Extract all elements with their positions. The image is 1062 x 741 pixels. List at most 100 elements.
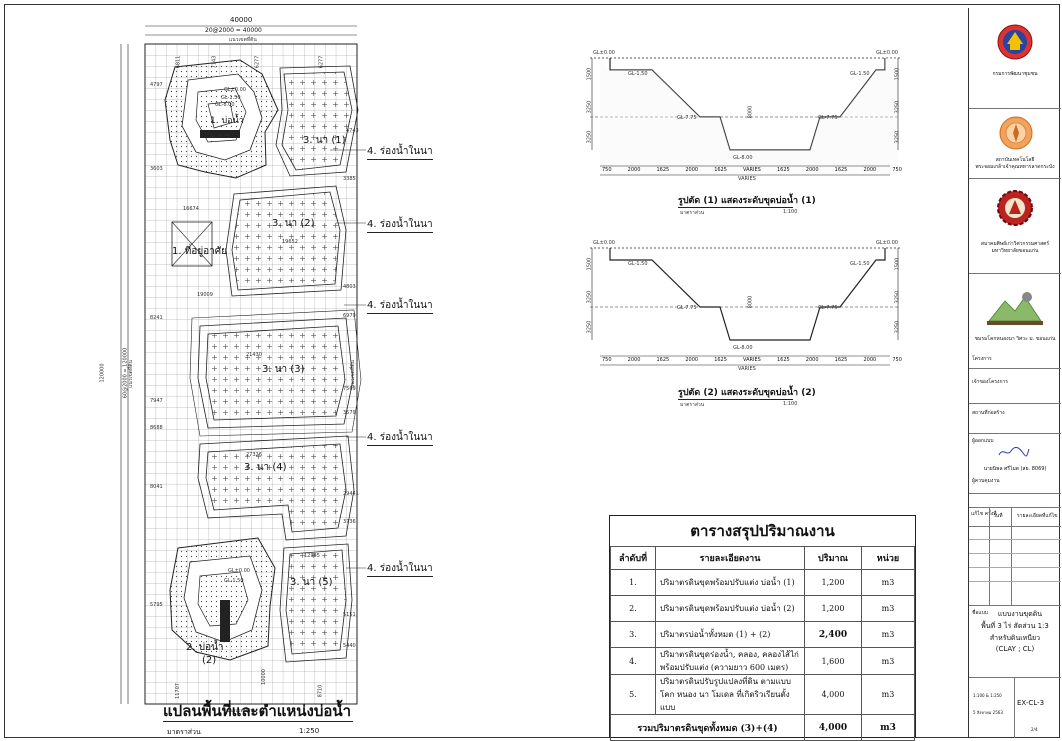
pond-2 bbox=[169, 537, 276, 661]
rev-divider bbox=[989, 507, 990, 605]
designer-cell: ผู้ออกแบบ นายนิพล ศรีไมต (สย. 8069) ผู้ค… bbox=[969, 433, 1061, 494]
total-qty: 4,000 bbox=[804, 714, 862, 741]
row-desc-line1: ปริมาตรดินปรับรูปแปลงที่ดิน ตามแบบ bbox=[660, 677, 791, 686]
site-cell: สถานที่ก่อสร้าง bbox=[969, 403, 1061, 434]
s2-step2-left: GL-7.75 bbox=[677, 305, 697, 311]
row-desc-line1: ปริมาตรดินขุดร่องน้ำ, คลอง, คลองไส้ไก่ bbox=[660, 650, 799, 659]
dim: 5440 bbox=[343, 643, 356, 649]
dim: 7947 bbox=[150, 398, 163, 404]
s1-total: VARIES bbox=[738, 176, 756, 182]
site-label: สถานที่ก่อสร้าง bbox=[972, 410, 1005, 416]
org1-cell: กรมการพัฒนาชุมชน bbox=[969, 8, 1061, 109]
sheet-border bbox=[4, 4, 1060, 738]
s2-dim: 1625 bbox=[776, 357, 790, 363]
col-header-no: ลำดับที่ bbox=[610, 546, 656, 570]
plan-level: GL±0.00 bbox=[224, 87, 246, 93]
s2-left-dim: 3250 bbox=[586, 290, 593, 304]
dim: 3579 bbox=[343, 410, 356, 416]
s1-underline bbox=[678, 207, 793, 208]
s1-top-left: GL±0.00 bbox=[593, 50, 615, 56]
s1-left-dim: 3250 bbox=[586, 130, 593, 144]
row-no: 3. bbox=[610, 621, 656, 648]
sheet-number: EX-CL-3 bbox=[1017, 699, 1045, 707]
plan-left-label: แนวเขตที่ดิน bbox=[127, 360, 134, 388]
drawing-title-cell: ชื่อแบบ แบบงานขุดดิน พื้นที่ 3 ไร่ สัดส่… bbox=[969, 605, 1061, 678]
s2-top-right: GL±0.00 bbox=[876, 240, 898, 246]
dim: 4797 bbox=[150, 82, 163, 88]
drawing-label: ชื่อแบบ bbox=[972, 610, 988, 616]
s1-dim: 1625 bbox=[656, 167, 670, 173]
s1-bottom-dims: 750 2000 1625 2000 1625 VARIES 1625 2000… bbox=[602, 167, 902, 173]
row-desc: ปริมาตรดินขุดพร้อมปรับแต่ง บ่อน้ำ (1) bbox=[655, 569, 805, 596]
sheet-info-cell: 1:100 & 1:250 5 สิงหาคม 2563 EX-CL-3 2/4 bbox=[969, 677, 1061, 738]
quantity-table-title: ตารางสรุปปริมาณงาน bbox=[610, 516, 915, 547]
row-qty: 1,200 bbox=[804, 595, 862, 622]
total-label: รวมปริมาตรดินขุดทั้งหมด (3)+(4) bbox=[610, 714, 805, 741]
row-unit: m3 bbox=[861, 621, 915, 648]
dim: 6811 bbox=[175, 55, 182, 69]
s2-left-dim: 3250 bbox=[586, 320, 593, 334]
sheet-scale: 1:100 & 1:250 bbox=[973, 693, 1002, 698]
org3-line2: มหาวิทยาลัยขอนแก่น bbox=[991, 248, 1039, 254]
s1-dim: 750 bbox=[892, 167, 902, 173]
plan-title-underline bbox=[163, 721, 353, 722]
s1-right-dim: 1500 bbox=[894, 67, 901, 81]
home-label: 1. ที่อยู่อาศัย bbox=[172, 246, 228, 257]
plan-right-label: แนวเขตที่ดิน bbox=[349, 360, 356, 388]
plan-level: GL-1.50 bbox=[221, 95, 241, 101]
s2-top-left: GL±0.00 bbox=[593, 240, 615, 246]
plan-level: GL-8.00 bbox=[215, 102, 235, 108]
plan-top-dim-total: 40000 bbox=[230, 16, 253, 24]
house bbox=[171, 221, 213, 267]
s2-bottom-dims: 750 2000 1625 2000 1625 VARIES 1625 2000… bbox=[602, 357, 902, 363]
plan-level: GL-1.50 bbox=[224, 578, 244, 584]
field-3 bbox=[189, 309, 362, 437]
row-desc: ปริมาตรดินขุดร่องน้ำ, คลอง, คลองไส้ไก่ พ… bbox=[655, 647, 805, 675]
table-row: 1. ปริมาตรดินขุดพร้อมปรับแต่ง บ่อน้ำ (1)… bbox=[610, 569, 915, 596]
pond-1-label: 1. บ่อน้ำ bbox=[210, 116, 244, 126]
s2-dim: 2000 bbox=[805, 357, 819, 363]
department-seal-icon bbox=[997, 24, 1033, 60]
section-1-title: รูปตัด (1) แสดงระดับขุดบ่อน้ำ (1) bbox=[678, 196, 816, 206]
dim: 8241 bbox=[150, 315, 163, 321]
row-qty: 2,400 bbox=[804, 621, 862, 648]
dim: 16674 bbox=[183, 206, 199, 212]
pond-1 bbox=[164, 59, 279, 179]
drawing-title-3: สำหรับดินเหนียว bbox=[989, 634, 1041, 642]
dim: 4803 bbox=[343, 284, 356, 290]
plan-scale-value: 1:250 bbox=[299, 727, 320, 735]
s2-dim: 1625 bbox=[714, 357, 727, 363]
org2-line2: พระจอมเกล้าเจ้าคุณทหารลาดกระบัง bbox=[975, 164, 1055, 170]
section-2-title: รูปตัด (2) แสดงระดับขุดบ่อน้ำ (2) bbox=[678, 388, 816, 398]
s2-underline bbox=[678, 399, 793, 400]
row-desc-line2: โคก หนอง นา โมเดล ที่เกิดริวเรียนตั้งแบบ bbox=[660, 690, 790, 712]
checker-label: ผู้ควบคุมงาน bbox=[972, 478, 1000, 484]
s2-dim: 750 bbox=[602, 357, 612, 363]
s1-step2-right: GL-7.75 bbox=[818, 115, 838, 121]
s2-left-dim: 1500 bbox=[586, 257, 593, 271]
field-3-label: 3. นา (3) bbox=[262, 364, 305, 375]
field-4 bbox=[197, 435, 355, 541]
s2-dim: 1625 bbox=[656, 357, 670, 363]
section-1-drawing bbox=[590, 57, 900, 176]
dim: 19652 bbox=[282, 239, 298, 245]
s1-step1-right: GL-1.50 bbox=[850, 71, 870, 77]
table-total-row: รวมปริมาตรดินขุดทั้งหมด (3)+(4) 4,000 m3 bbox=[610, 714, 915, 741]
dim: 5151 bbox=[343, 612, 356, 618]
plan-title: แปลนพื้นที่และตำแหน่งบ่อน้ำ bbox=[163, 702, 352, 720]
row-no: 2. bbox=[610, 595, 656, 622]
s1-right-dim: 3250 bbox=[894, 100, 901, 114]
s1-dim: 1625 bbox=[714, 167, 727, 173]
plan-scale-label: มาตราส่วน bbox=[167, 728, 201, 736]
callout-4: 4. ร่องน้ำในนา bbox=[367, 430, 433, 446]
plan-bottom-label: แนวเขตที่ดิน bbox=[226, 708, 254, 714]
row-desc-line2: พร้อมปรับแต่ง (ความยาว 600 เมตร) bbox=[660, 663, 789, 672]
row-no: 4. bbox=[610, 647, 656, 675]
s1-right-dim: 3250 bbox=[894, 130, 901, 144]
s1-left-dim: 3250 bbox=[586, 100, 593, 114]
field-2-label: 3. นา (2) bbox=[272, 218, 315, 229]
s1-scale-label: มาตราส่วน bbox=[680, 210, 705, 216]
section-2-drawing bbox=[590, 247, 900, 366]
callout-1: 4. ร่องน้ำในนา bbox=[367, 144, 433, 160]
